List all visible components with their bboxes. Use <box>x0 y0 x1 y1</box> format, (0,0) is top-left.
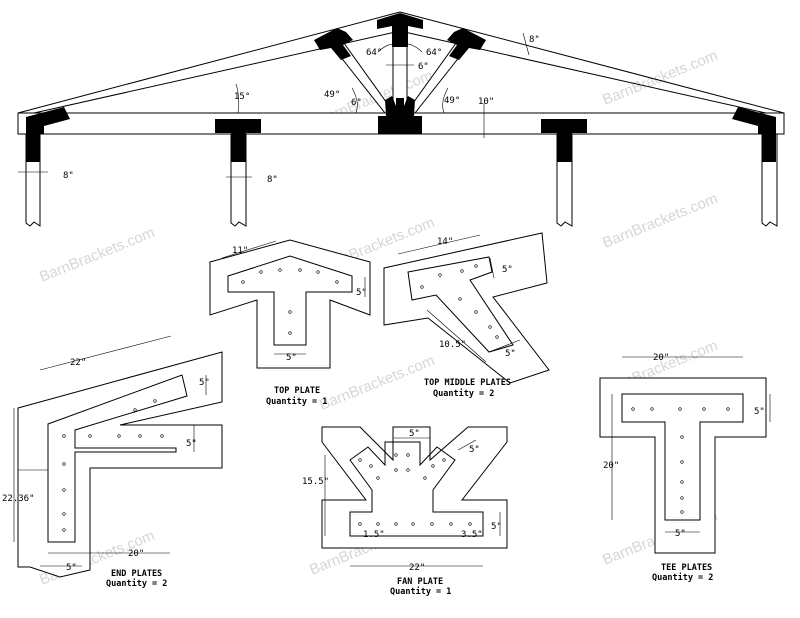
top-middle-dim-height <box>489 257 495 279</box>
end-plates-dim-tie-w-label: 5" <box>186 439 197 449</box>
truss-tee-plate-right <box>541 119 587 162</box>
top-angle-right-label: 64° <box>426 48 442 58</box>
end-plates-dim-bottom-label: 20" <box>128 549 144 559</box>
end-plates-dim-post-w-label: 5" <box>66 563 77 573</box>
web-width-left-label: 6" <box>351 98 362 108</box>
end-plates-holes <box>62 399 164 532</box>
top-middle-dim-height-label: 5" <box>502 265 513 275</box>
fan-plate-outline <box>349 441 484 537</box>
fan-plate-detail: 5" 5" 15.5" 1.5" 3.5" 5" 22" FAN PLATE Q… <box>302 426 508 597</box>
top-middle-dim-top <box>397 234 481 255</box>
pitch-angle-label: 15° <box>234 92 250 102</box>
tee-plates-dim-height-label: 20" <box>603 461 619 471</box>
end-plates-rafter-end <box>17 408 48 471</box>
fan-plate-dim-left-label: 1.5" <box>363 530 385 540</box>
truss-elevation: 15° 64° 64° 49° 49° 6" 6" 8" 10" 8" 8" <box>17 11 785 227</box>
tee-plates-quantity: Quantity = 2 <box>652 572 713 583</box>
fan-plate-holes <box>358 453 472 526</box>
top-middle-dim-diag-label: 10.5" <box>439 340 466 350</box>
top-plate-wood <box>209 239 371 369</box>
top-middle-title: TOP MIDDLE PLATES <box>424 378 511 388</box>
top-middle-dim-top-label: 14" <box>437 237 453 247</box>
end-plates-outline <box>47 374 188 543</box>
web-angle-right-label: 49° <box>444 96 460 106</box>
top-middle-quantity: Quantity = 2 <box>433 388 494 399</box>
tee-plates-holes <box>631 407 730 514</box>
fan-plate-dim-base-h-label: 5" <box>491 522 502 532</box>
top-plate-holes <box>241 268 339 335</box>
truss-top-middle-plate-left <box>314 28 353 60</box>
top-angle-left-label: 64° <box>366 48 382 58</box>
tee-plates-dim-stem-label: 5" <box>675 529 686 539</box>
top-middle-outline <box>407 256 514 353</box>
fan-plate-title: FAN PLATE <box>397 577 443 587</box>
tee-plates-title: TEE PLATES <box>661 563 712 573</box>
top-middle-plates-detail: 14" 5" 10.5" 5" TOP MIDDLE PLATES Quanti… <box>383 232 550 399</box>
truss-end-plate-left <box>26 107 70 162</box>
truss-top-plate <box>377 13 423 47</box>
end-plates-dim-rafter-label: 22" <box>70 358 86 368</box>
top-plate-detail: 11" 5" 5" TOP PLATE Quantity = 1 <box>209 239 371 407</box>
top-middle-wood <box>383 232 550 384</box>
rafter-width-label: 8" <box>529 35 540 45</box>
fan-plate-dim-base-label: 22" <box>409 563 425 573</box>
watermark: BarnBrackets.com <box>37 224 157 286</box>
web-angle-left-label: 49° <box>324 90 340 100</box>
end-plates-wood <box>17 351 223 578</box>
watermark: BarnBrackets.com <box>600 190 720 252</box>
watermark: BarnBrackets.com <box>317 352 437 414</box>
top-plate-quantity: Quantity = 1 <box>266 396 327 407</box>
web-angle-arc-left <box>351 87 358 114</box>
tee-plates-dim-top-label: 20" <box>653 353 669 363</box>
top-plate-dim-arm <box>221 240 277 259</box>
truss-top-middle-plate-right <box>447 28 486 60</box>
post-width-mid-label: 8" <box>267 175 278 185</box>
top-plate-title: TOP PLATE <box>274 386 320 396</box>
tee-plates-outline <box>621 393 744 521</box>
tie-depth-label: 10" <box>478 97 494 107</box>
fan-plate-dim-center-label: 5" <box>409 429 420 439</box>
truss-end-plate-right <box>732 107 776 162</box>
fan-plate-dim-right-label: 3.5" <box>461 530 483 540</box>
tee-plates-dim-arm-label: 5" <box>754 407 765 417</box>
top-plate-dim-height-label: 5" <box>356 288 367 298</box>
rafter-width-dim <box>522 32 530 56</box>
top-middle-dim-web <box>488 339 521 353</box>
truss-fan-plate <box>378 96 422 134</box>
top-middle-holes <box>420 264 499 339</box>
top-plate-outline <box>227 255 353 346</box>
web-angle-arc-right <box>442 87 449 114</box>
end-plates-dim-rafter <box>39 335 172 371</box>
post-width-left-label: 8" <box>63 171 74 181</box>
tee-plates-detail: 20" 5" 20" 5" TEE PLATES Quantity = 2 <box>599 353 771 583</box>
end-plates-dim-post-label: 22.36" <box>2 494 35 504</box>
end-plates-title: END PLATES <box>111 569 162 579</box>
end-plates-dim-rafter-w-label: 5" <box>199 378 210 388</box>
top-middle-dim-diag <box>426 309 487 363</box>
top-middle-dim-web-label: 5" <box>505 349 516 359</box>
top-angle-arc-right <box>399 43 423 53</box>
top-plate-dim-arm-label: 11" <box>232 246 248 256</box>
fan-plate-dim-height-label: 15.5" <box>302 477 329 487</box>
top-plate-dim-stem-label: 5" <box>286 353 297 363</box>
watermark: BarnBrackets.com <box>600 47 720 109</box>
pitch-angle-arc <box>235 83 239 114</box>
fan-plate-dim-web-label: 5" <box>469 445 480 455</box>
truss-tee-plate-left <box>215 119 261 162</box>
tee-plates-wood <box>599 377 767 554</box>
top-angle-arc-left <box>377 43 401 53</box>
fan-plate-dim-web <box>457 439 477 451</box>
end-plates-detail: 22" 5" 5" 22.36" 20" 5" END PLATES Quant… <box>2 335 223 589</box>
web-width-center-label: 6" <box>418 62 429 72</box>
end-plates-quantity: Quantity = 2 <box>106 578 167 589</box>
rafter-left <box>17 11 401 114</box>
fan-plate-quantity: Quantity = 1 <box>390 586 451 597</box>
